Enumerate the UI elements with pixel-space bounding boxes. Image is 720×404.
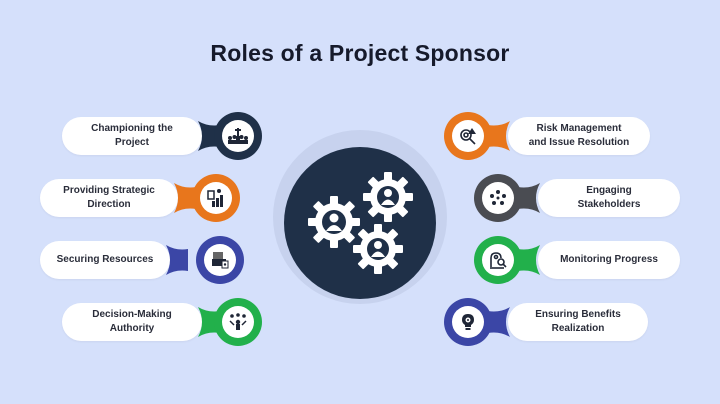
role-label: Ensuring Benefits: [535, 309, 621, 320]
risk-search-icon: [444, 112, 492, 160]
strategy-growth-icon: [192, 174, 240, 222]
role-label: Decision-Making: [92, 309, 172, 320]
role-label: Securing Resources: [56, 254, 154, 265]
crowd-cheering-icon: [214, 112, 262, 160]
monitoring-icon: [474, 236, 522, 284]
center-gears-icon: [284, 147, 436, 299]
role-securing-resources: Securing Resources: [40, 236, 266, 284]
page-title: Roles of a Project Sponsor: [210, 40, 510, 66]
decision-maker-icon: [214, 298, 262, 346]
role-monitoring-progress: Monitoring Progress: [474, 236, 680, 284]
stakeholders-icon: [474, 174, 522, 222]
role-label: Monitoring Progress: [560, 254, 658, 265]
lightbulb-gear-icon: [444, 298, 492, 346]
role-label: Risk Management: [536, 123, 622, 134]
role-label: Engaging: [586, 185, 632, 196]
resources-lock-icon: [196, 236, 244, 284]
role-label: Championing the: [91, 123, 173, 134]
role-label: Providing Strategic: [63, 185, 155, 196]
